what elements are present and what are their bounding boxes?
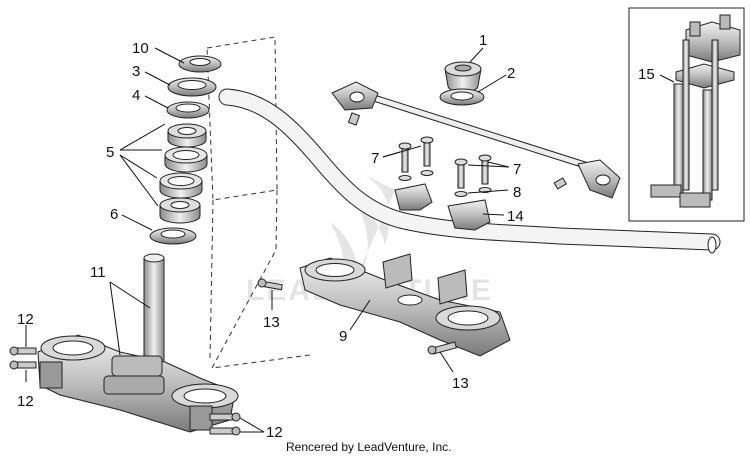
part-6-seal <box>149 227 197 245</box>
part-13-bolts <box>257 278 457 355</box>
part-4-washer <box>166 101 210 119</box>
callout-10: 10 <box>132 40 149 57</box>
callout-7-right: 7 <box>513 161 521 178</box>
callout-5: 5 <box>106 144 114 161</box>
part-10-dust-seal <box>178 55 222 73</box>
callout-13-left: 13 <box>263 314 280 331</box>
part-2-washer <box>439 88 485 106</box>
part-12-pinch-bolts <box>9 346 241 436</box>
dashed-guide-upper <box>206 36 278 201</box>
part-14-handlebar-clamps <box>394 183 491 231</box>
callout-8: 8 <box>513 184 521 201</box>
leader-lines <box>25 47 675 433</box>
part-7-bolts <box>398 136 492 189</box>
callout-12-top: 12 <box>17 311 34 328</box>
part-5-upper-bearing <box>164 123 208 173</box>
part-5-lower-bearing <box>159 172 203 224</box>
callout-1: 1 <box>479 32 487 49</box>
callout-4: 4 <box>132 87 140 104</box>
callout-12-right: 12 <box>266 424 283 441</box>
watermark-logo <box>330 170 395 280</box>
dashed-guide-lower <box>209 189 311 369</box>
footer-credit: Rencered by LeadVenture, Inc. <box>286 440 452 454</box>
callout-12-bottom: 12 <box>17 393 34 410</box>
callout-14: 14 <box>507 208 524 225</box>
callout-13-right: 13 <box>452 375 469 392</box>
part-9-upper-triple-clamp <box>299 253 511 357</box>
handlebar <box>218 88 721 254</box>
part-1-cap <box>444 61 482 93</box>
part-11-lower-triple-clamp <box>37 253 239 433</box>
callout-7-left: 7 <box>371 150 379 167</box>
part-15-front-fork <box>650 14 741 208</box>
callout-11: 11 <box>90 264 106 281</box>
callout-2: 2 <box>507 65 515 82</box>
handlebar-crossbar <box>331 81 621 199</box>
callout-6: 6 <box>110 206 118 223</box>
callout-3: 3 <box>132 63 140 80</box>
callout-9: 9 <box>339 328 347 345</box>
part-3-ring <box>167 77 217 97</box>
callout-15: 15 <box>638 66 655 83</box>
